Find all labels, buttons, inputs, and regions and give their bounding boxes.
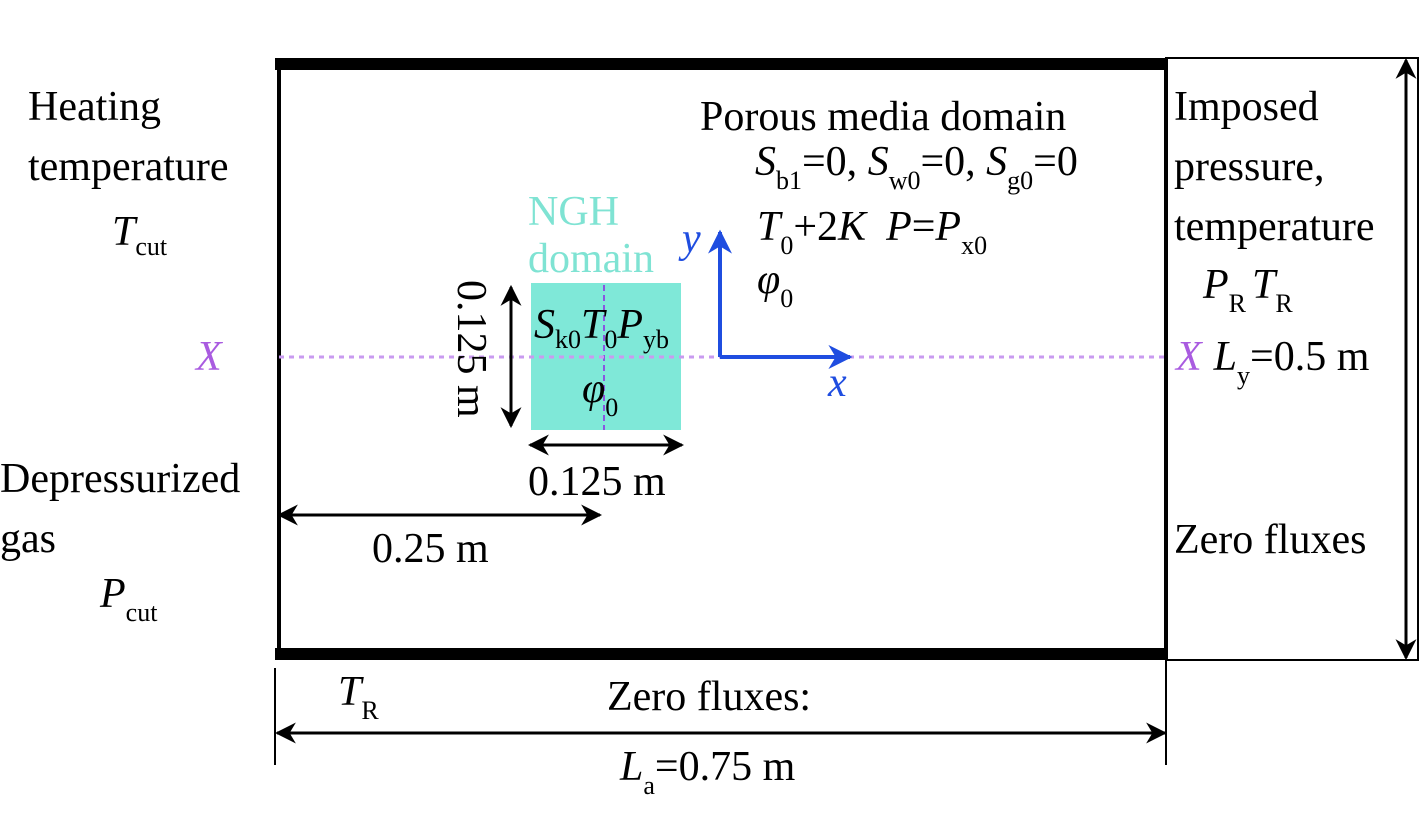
ngh-title-2: domain bbox=[528, 236, 654, 282]
p-cut-label: Pcut bbox=[99, 571, 158, 627]
depressurized-label-2: gas bbox=[0, 516, 56, 562]
porous-porosity: φ0 bbox=[757, 257, 793, 313]
section-label-left: X bbox=[194, 334, 224, 380]
imposed-label-1: Imposed bbox=[1174, 84, 1319, 130]
right-zero-fluxes: Zero fluxes bbox=[1174, 517, 1366, 563]
bottom-tr-label: TR bbox=[338, 669, 379, 725]
ngh-width-label: 0.125 m bbox=[528, 459, 666, 505]
t-cut-label: Tcut bbox=[112, 209, 168, 261]
porous-title: Porous media domain bbox=[700, 94, 1066, 140]
x-axis-label: x bbox=[827, 360, 847, 406]
ngh-height-label: 0.125 m bbox=[448, 280, 494, 418]
ngh-domain-box bbox=[531, 283, 681, 430]
depressurized-label-1: Depressurized bbox=[0, 456, 240, 502]
bottom-zero-fluxes: Zero fluxes: bbox=[607, 674, 811, 720]
y-axis-label: y bbox=[678, 216, 701, 262]
la-label: La=0.75 m bbox=[619, 744, 796, 800]
imposed-label-3: temperature bbox=[1174, 204, 1375, 250]
porous-saturations: Sb1=0, Sw0=0, Sg0=0 bbox=[755, 139, 1078, 195]
heating-label-1: Heating bbox=[28, 84, 161, 130]
imposed-label-2: pressure, bbox=[1174, 144, 1324, 190]
ngh-porosity: φ0 bbox=[582, 366, 618, 422]
offset-label: 0.25 m bbox=[372, 526, 489, 572]
bottom-wall bbox=[275, 648, 1168, 660]
top-wall bbox=[275, 58, 1168, 70]
ngh-title-1: NGH bbox=[528, 189, 619, 235]
heating-label-2: temperature bbox=[28, 144, 229, 190]
right-panel bbox=[1165, 57, 1419, 661]
ngh-state: Sk0T0Pyb bbox=[534, 302, 669, 354]
